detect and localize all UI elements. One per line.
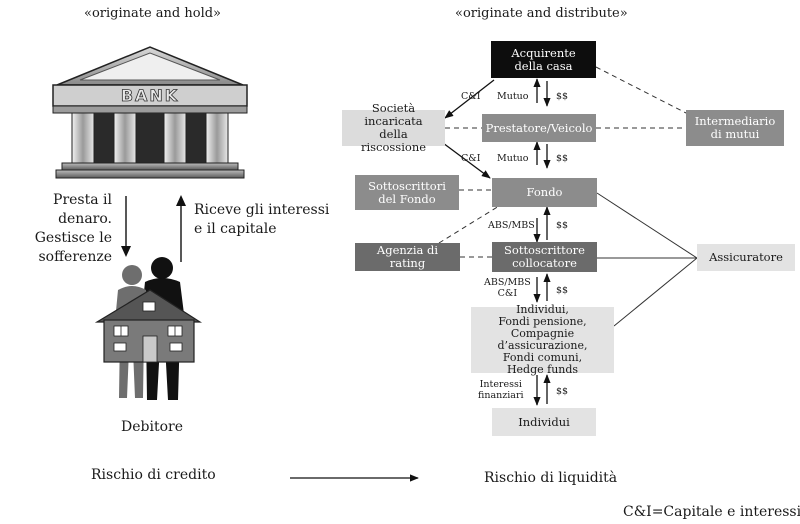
node-text: di mutui <box>710 127 760 141</box>
receive-caption-line: e il capitale <box>194 221 277 237</box>
node-text: Agenzia di rating <box>376 243 439 270</box>
flow-label-mortgage: Mutuo <box>497 91 529 102</box>
node-individuals: Individui <box>492 408 596 436</box>
flow-label-absmbs-ci: ABS/MBS C&I <box>484 277 531 299</box>
flow-label-line: ABS/MBS <box>484 277 531 288</box>
bank-building-icon <box>52 46 248 179</box>
flow-label-ci: C&I <box>461 153 481 164</box>
flow-label-absmbs: ABS/MBS <box>488 220 535 231</box>
node-insurer: Assicuratore <box>697 244 795 271</box>
node-text: Hedge funds <box>506 363 579 376</box>
node-text: Assicuratore <box>709 250 783 264</box>
node-investors: Individui, Fondi pensione, Compagnie d’a… <box>471 303 614 376</box>
lend-caption: Presta il denaro. Gestisce le sofferenze <box>4 191 112 267</box>
node-text: Sottoscrittori <box>368 178 446 193</box>
node-text: Fondi comuni, <box>502 351 583 364</box>
receive-caption-line: Riceve gli interessi <box>194 202 330 218</box>
node-text: della riscossione <box>360 127 427 154</box>
node-text: Prestatore/Veicolo <box>485 120 593 135</box>
node-text: Individui <box>518 414 570 429</box>
node-text: Individui, <box>516 303 569 316</box>
flow-label-mortgage: Mutuo <box>497 153 529 164</box>
flow-label-interest: Interessi finanziari <box>478 379 524 401</box>
originate-and-hold-title: «originate and hold» <box>84 6 222 21</box>
receive-caption: Riceve gli interessi e il capitale <box>194 201 329 239</box>
node-text: Compagnie d’assicurazione, <box>497 327 588 352</box>
flow-label-line: C&I <box>497 288 518 299</box>
node-text: Intermediario <box>694 114 776 128</box>
node-text: collocatore <box>512 256 577 270</box>
rating-fund-link <box>438 205 500 244</box>
node-fund: Fondo <box>492 178 597 207</box>
debtor-household-icon <box>94 257 203 400</box>
fund-insurer-link <box>596 192 698 259</box>
lend-caption-line: Gestisce le <box>34 230 112 246</box>
node-text: Acquirente <box>511 45 576 60</box>
node-text: del Fondo <box>378 191 436 206</box>
credit-risk-label: Rischio di credito <box>91 467 216 483</box>
node-text: Fondi pensione, <box>498 315 587 328</box>
flow-label-line: finanziari <box>478 390 524 401</box>
node-text: Società incaricata <box>364 101 423 128</box>
flow-label-money: $$ <box>556 153 569 164</box>
node-text: della casa <box>514 58 573 73</box>
lend-arrow-icon <box>121 246 131 257</box>
node-rating-agency: Agenzia di rating <box>355 243 460 271</box>
liquidity-risk-label: Rischio di liquidità <box>484 470 618 486</box>
ci-legend: C&I=Capitale e interessi <box>623 504 800 520</box>
flow-label-money: $$ <box>556 386 569 397</box>
flow-label-money: $$ <box>556 285 569 296</box>
flow-label-money: $$ <box>556 220 569 231</box>
buyer-broker-link <box>595 66 687 114</box>
lend-caption-line: sofferenze <box>38 249 113 265</box>
node-lender: Prestatore/Veicolo <box>482 114 596 142</box>
investors-insurer-link <box>613 257 698 327</box>
node-text: Fondo <box>526 185 563 199</box>
flow-label-ci: C&I <box>461 91 481 102</box>
node-text: Sottoscrittore <box>504 243 585 257</box>
repay-arrow-icon <box>176 195 186 206</box>
bank-sign: BANK <box>120 86 180 106</box>
flow-label-line: Interessi <box>479 379 522 390</box>
flow-label-money: $$ <box>556 91 569 102</box>
lend-caption-line: Presta il denaro. <box>53 192 112 227</box>
originate-and-distribute-title: «originate and distribute» <box>455 6 628 21</box>
debtor-label: Debitore <box>121 419 183 435</box>
